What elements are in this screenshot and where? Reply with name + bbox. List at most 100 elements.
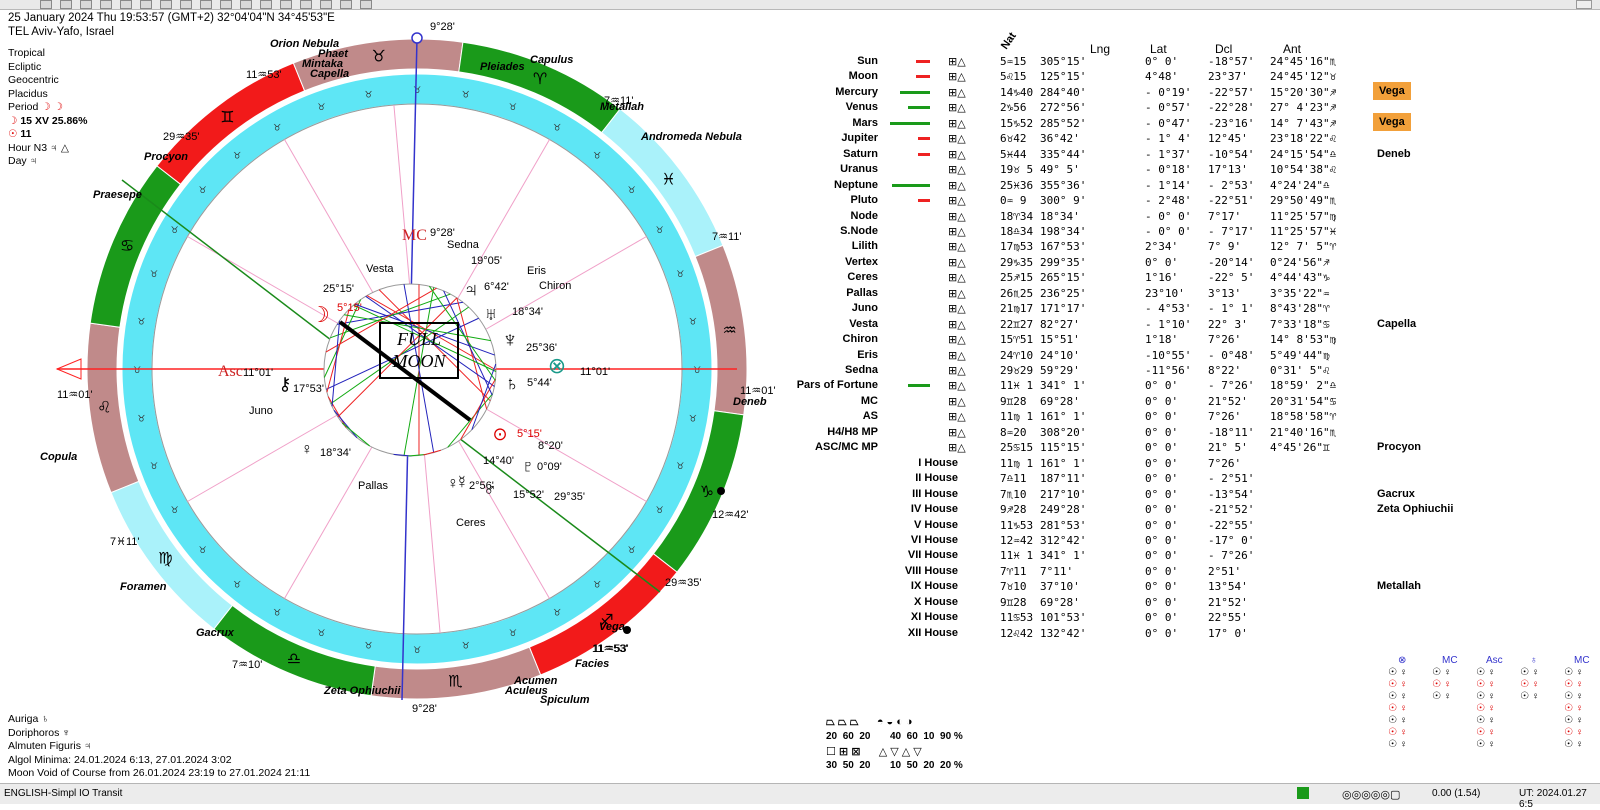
house-name: VIII House (904, 564, 958, 577)
degree-label: 29♒35' (163, 131, 199, 143)
planet-lng: 285°52' (1040, 116, 1087, 130)
fixed-star-label: Praesepe (93, 189, 142, 201)
tool-icon[interactable] (240, 0, 252, 9)
tool-icon[interactable] (260, 0, 272, 9)
planet-name: S.Node (840, 224, 878, 237)
ring-tick: ♉ (553, 123, 561, 133)
planet-ant: 14° 8'53"♍ (1270, 333, 1337, 347)
house-lat: 0° 0' (1145, 487, 1179, 501)
fixed-star-label: Acumen (513, 675, 558, 687)
planet-pos: 0♒ 9 (1000, 194, 1027, 208)
window-close-button[interactable] (1576, 0, 1592, 9)
zodiac-sign-band (458, 41, 621, 134)
tool-icon[interactable] (340, 0, 352, 9)
planet-dcl: 22° 3' (1208, 317, 1248, 331)
planet-pos: 2♑56 (1000, 101, 1027, 115)
ring-tick: ♉ (689, 316, 697, 326)
planet-lat: - 0°47' (1145, 116, 1192, 130)
tool-icon[interactable] (40, 0, 52, 9)
house-pos: 11♓ 1 (1000, 549, 1034, 563)
planet-pos: 5♓44 (1000, 147, 1027, 161)
fixed-star-label: Orion Nebula (270, 38, 339, 50)
tool-icon[interactable] (160, 0, 172, 9)
planet-pos: 25♓36 (1000, 178, 1034, 192)
tool-icon[interactable] (200, 0, 212, 9)
mini-grid-header: MC (1574, 655, 1590, 666)
natal-chart-wheel[interactable]: ♍♌♋♊♉♈♓♒♑♐♏♎♉♉♉♉♉♉♉♉♉♉♉♉♉♉♉♉♉♉♉♉♉♉♉♉♉♉♉♉… (0, 0, 800, 783)
house-dcl: 13°54' (1208, 580, 1248, 594)
planet-pos: 18♈34 (1000, 209, 1034, 223)
planet-glyph: ♇ (521, 456, 535, 476)
planet-lng: 284°40' (1040, 85, 1087, 99)
house-cusp (486, 236, 647, 330)
planet-dcl: -20°14' (1208, 255, 1255, 269)
planet-label: 5°15' (337, 302, 362, 314)
aspect-symbols: ⊞△ (948, 179, 966, 192)
planet-name: Sedna (844, 364, 878, 376)
day-label: Day (8, 155, 27, 167)
aspect-symbols: ⊞△ (948, 71, 966, 84)
sign-glyph: ♈ (533, 71, 547, 88)
planet-lng: 59°29' (1040, 364, 1080, 377)
house-lng: 249°28' (1040, 503, 1087, 517)
planet-label: Juno (249, 405, 273, 417)
cusp-dot (717, 487, 725, 495)
tool-icon[interactable] (320, 0, 332, 9)
mini-grid-header: ♁ (1530, 655, 1538, 666)
mini-aspect-grid: ⊗☉ ♀☉ ♀☉ ♀☉ ♀☉ ♀☉ ♀☉ ♀MC☉ ♀☉ ♀☉ ♀Asc☉ ♀☉… (1380, 655, 1600, 780)
planet-dcl: 21°52' (1208, 394, 1248, 408)
planet-dcl: -22° 5' (1208, 271, 1255, 285)
house-cusp (456, 438, 550, 599)
fixed-star-label: Capulus (530, 54, 573, 66)
tool-icon[interactable] (360, 0, 372, 9)
house-lat: 0° 0' (1145, 580, 1179, 594)
mini-grid-cell: ☉ ♀ (1564, 667, 1584, 678)
ring-tick: ♉ (627, 185, 635, 195)
planet-lat: 4°48' (1145, 70, 1179, 84)
mc-label: MC (402, 227, 427, 244)
strength-bar (890, 121, 930, 125)
aspect-line (337, 297, 458, 418)
planet-lat: 1°18' (1145, 333, 1179, 347)
planet-ant: 18°58'58"♈ (1270, 410, 1337, 424)
tool-icon[interactable] (120, 0, 132, 9)
planet-lng: 82°27' (1040, 317, 1080, 331)
planet-label: 15°52' (513, 489, 544, 501)
ring-tick: ♉ (273, 607, 281, 617)
planet-lat: - 4°53' (1145, 302, 1192, 316)
planet-pos: 9♊28 (1000, 394, 1027, 408)
house-cusp (187, 236, 348, 330)
planet-label: 18°34' (320, 447, 351, 459)
planet-dcl: - 2°53' (1208, 178, 1255, 192)
planet-label: 5°15' (517, 428, 542, 440)
ring-tick: ♉ (364, 89, 372, 99)
planet-name: Eris (857, 348, 878, 361)
tool-icon[interactable] (220, 0, 232, 9)
planet-label: 6°42' (484, 281, 509, 293)
house-cusp (423, 448, 441, 634)
tool-icon[interactable] (140, 0, 152, 9)
tool-icon[interactable] (60, 0, 72, 9)
ring-tick: ♉ (655, 505, 663, 515)
aspect-line (336, 301, 464, 325)
fixed-star-label: Andromeda Nebula (640, 131, 742, 143)
tool-icon[interactable] (80, 0, 92, 9)
tool-icon[interactable] (180, 0, 192, 9)
ring-tick: ♉ (509, 102, 517, 112)
planet-pos: 17♍53 (1000, 240, 1034, 254)
strength-bar (916, 60, 930, 63)
zodiac-sign-band (528, 552, 678, 676)
house-lng: 187°11' (1040, 472, 1087, 486)
tool-icon[interactable] (300, 0, 312, 9)
strength-bar (918, 152, 930, 156)
status-icons[interactable]: ◎◎◎◎◎▢ (1342, 789, 1401, 801)
planet-label: 18°34' (512, 306, 543, 318)
planet-pos: 25♐15 (1000, 271, 1034, 285)
aspect-symbols: ⊞△ (948, 411, 966, 424)
tool-icon[interactable] (100, 0, 112, 9)
aspect-line (428, 285, 496, 381)
house-lat: 0° 0' (1145, 564, 1179, 578)
planet-lng: 305°15' (1040, 55, 1087, 68)
aspect-symbols: ⊞△ (948, 426, 966, 439)
tool-icon[interactable] (280, 0, 292, 9)
